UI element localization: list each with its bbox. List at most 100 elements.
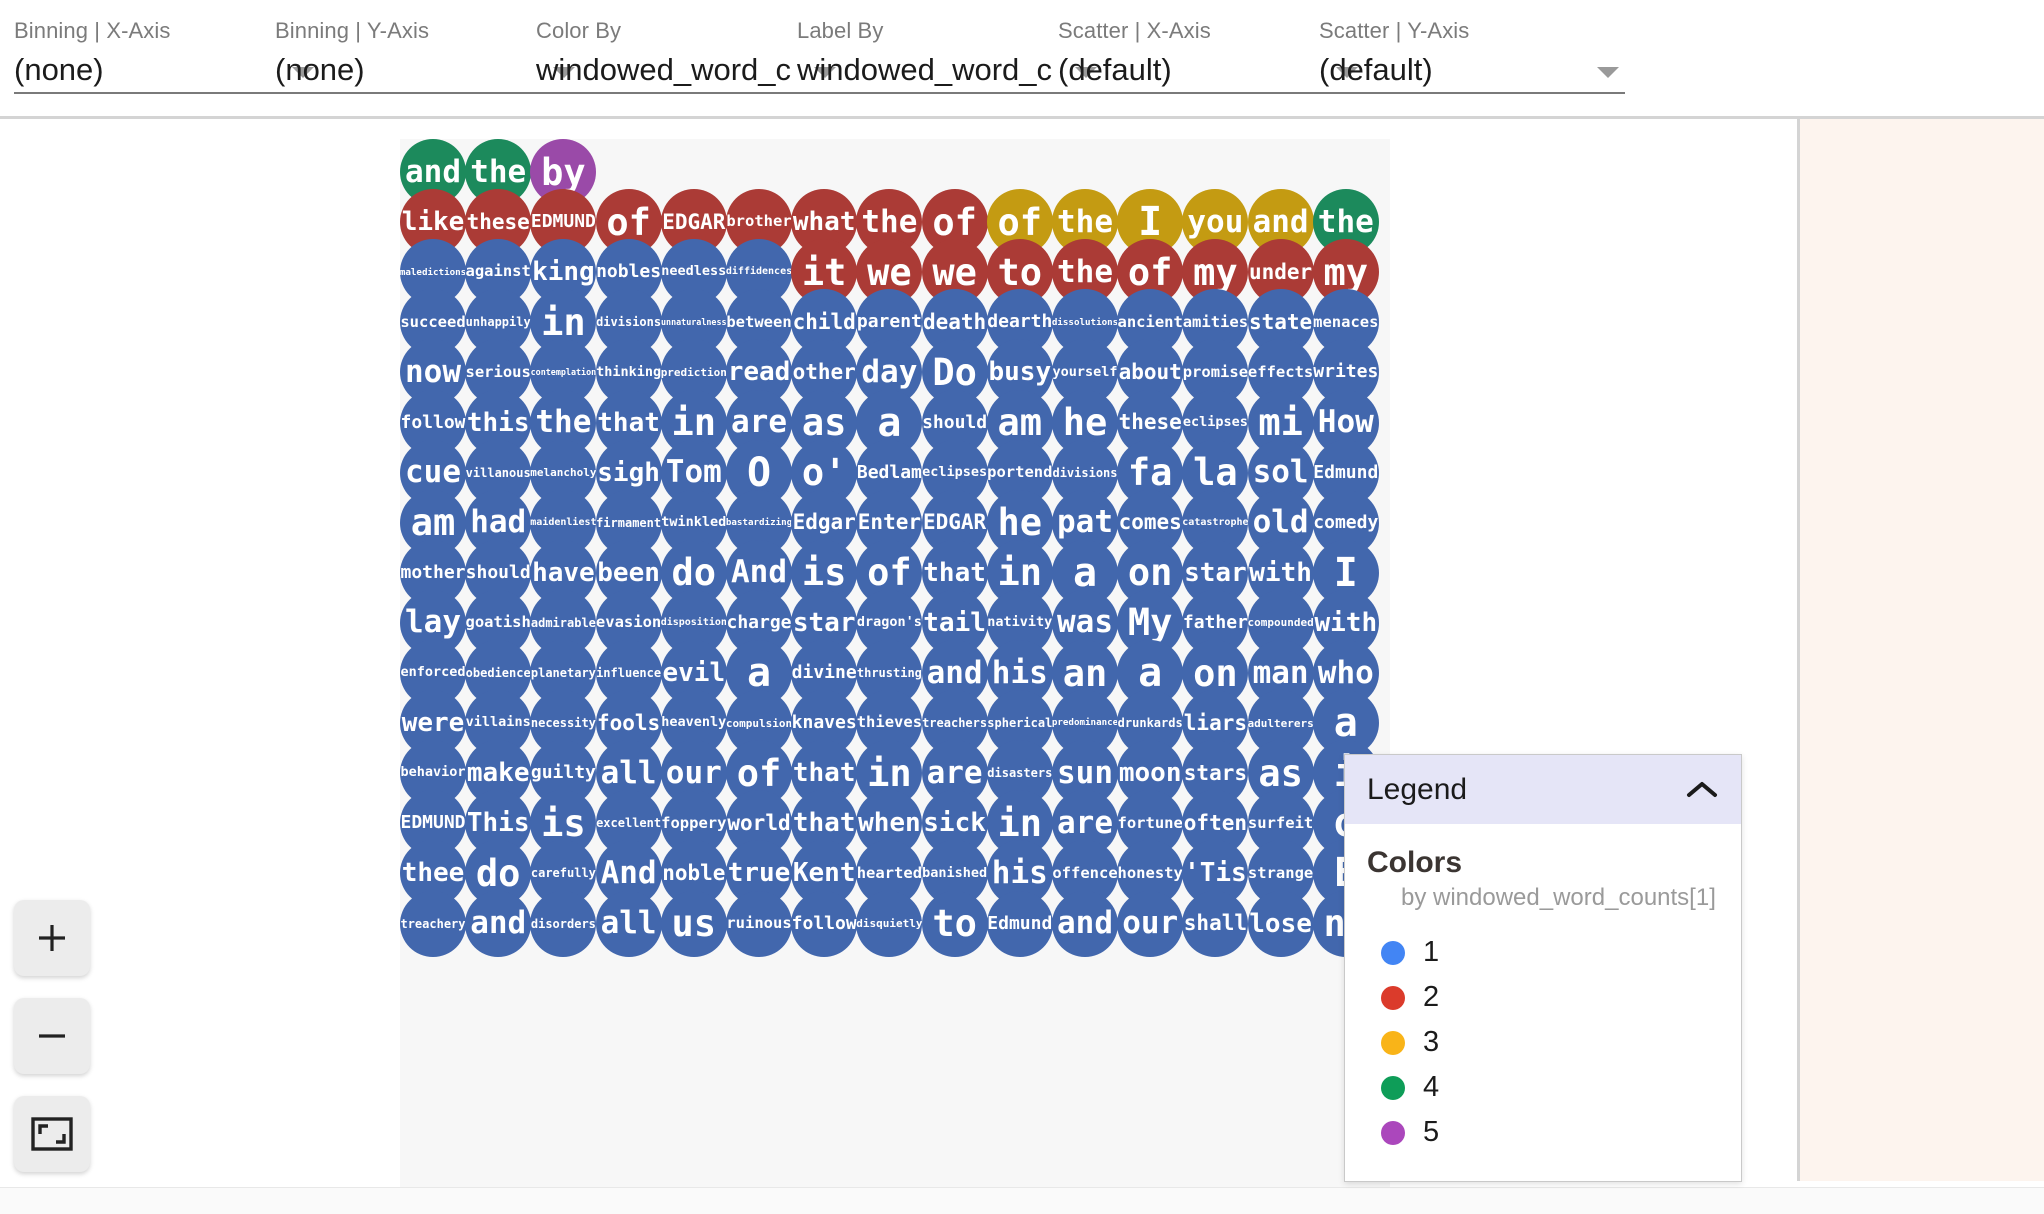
label-by-select[interactable]: windowed_word_c: [797, 50, 1103, 94]
binning-y-axis-select[interactable]: (none): [275, 50, 581, 94]
field-binning-x-axis[interactable]: Binning | X-Axis(none): [14, 18, 320, 94]
chevron-down-icon[interactable]: [1336, 67, 1358, 78]
bubble-node[interactable]: the: [1052, 239, 1118, 306]
bubble-node[interactable]: brother: [726, 189, 792, 256]
bubble-node[interactable]: a: [1312, 690, 1379, 757]
bubble-node[interactable]: king: [530, 239, 597, 306]
legend-entry[interactable]: 3: [1367, 1020, 1719, 1065]
chevron-up-icon[interactable]: [1685, 779, 1719, 801]
bubble-node[interactable]: amities: [1182, 289, 1249, 356]
bubble-node[interactable]: Edmund: [986, 890, 1053, 957]
bubble-node[interactable]: treachery: [400, 890, 466, 957]
bubble-node[interactable]: follow: [791, 890, 858, 957]
bubble-node[interactable]: compounded: [1247, 589, 1314, 656]
bubble-node[interactable]: offence: [1052, 840, 1118, 907]
bubble-node[interactable]: and: [1247, 189, 1314, 256]
bubble-node[interactable]: the: [530, 389, 597, 456]
field-scatter-x-axis[interactable]: Scatter | X-Axis(default): [1058, 18, 1364, 94]
bubble-node[interactable]: of: [1117, 239, 1184, 306]
bubble-node[interactable]: this: [465, 389, 532, 456]
bubble-node[interactable]: that: [921, 539, 988, 606]
chevron-down-icon[interactable]: [814, 67, 836, 78]
bubble-node[interactable]: mi: [1247, 389, 1314, 456]
color-by-select[interactable]: windowed_word_c: [536, 50, 842, 94]
bubble-node[interactable]: disquietly: [856, 890, 923, 957]
bubble-node[interactable]: banished: [921, 840, 988, 907]
bubble-node[interactable]: My: [1117, 589, 1184, 656]
bubble-node[interactable]: our: [1117, 890, 1184, 957]
bubble-node[interactable]: a: [1052, 539, 1118, 606]
legend-entry[interactable]: 1: [1367, 930, 1719, 975]
bubble-node[interactable]: on: [1182, 640, 1249, 706]
bubble-node[interactable]: hearted: [856, 840, 923, 907]
bubble-node[interactable]: other: [791, 339, 858, 406]
bubble-node[interactable]: dragon's: [856, 589, 923, 656]
bubble-node[interactable]: of: [986, 189, 1053, 256]
fit-to-screen-button[interactable]: [14, 1096, 90, 1172]
bubble-node[interactable]: do: [465, 840, 532, 907]
bubble-node[interactable]: surfeit: [1247, 790, 1314, 857]
bubble-node[interactable]: comedy: [1312, 489, 1379, 556]
bubble-node[interactable]: and: [465, 890, 532, 957]
bubble-node[interactable]: to: [986, 239, 1053, 306]
chevron-down-icon[interactable]: [553, 67, 575, 78]
bubble-node[interactable]: all: [595, 890, 662, 957]
scatter-x-axis-select[interactable]: (default): [1058, 50, 1364, 94]
legend-entry[interactable]: 4: [1367, 1065, 1719, 1110]
chevron-down-icon[interactable]: [1597, 67, 1619, 78]
binning-x-axis-select[interactable]: (none): [14, 50, 320, 94]
bubble-node[interactable]: behavior: [400, 740, 466, 807]
bubble-node[interactable]: disorders: [530, 890, 597, 957]
bubble-node[interactable]: drunkards: [1117, 690, 1184, 757]
bubble-node[interactable]: compulsion: [726, 690, 792, 757]
scatter-y-axis-select[interactable]: (default): [1319, 50, 1625, 94]
bubble-node[interactable]: all: [595, 740, 662, 807]
bubble-node[interactable]: la: [1182, 439, 1249, 506]
bubble-node[interactable]: sigh: [595, 439, 662, 506]
bubble-node[interactable]: evil: [660, 640, 727, 706]
bubble-node[interactable]: of: [726, 740, 792, 807]
legend-entry[interactable]: 5: [1367, 1110, 1719, 1155]
bubble-node[interactable]: make: [465, 740, 532, 807]
bubble-node[interactable]: shall: [1182, 890, 1249, 957]
bubble-node[interactable]: state: [1247, 289, 1314, 356]
bubble-node[interactable]: of: [921, 189, 988, 256]
bubble-node[interactable]: to: [921, 890, 988, 957]
legend-header[interactable]: Legend: [1345, 755, 1741, 824]
bubble-node[interactable]: contemplation: [530, 339, 597, 406]
bubble-node[interactable]: comes: [1117, 489, 1184, 556]
bubble-node[interactable]: cue: [400, 439, 466, 506]
bubble-node[interactable]: divisions: [1052, 439, 1118, 506]
bubble-node[interactable]: enforced: [400, 640, 466, 706]
bubble-node[interactable]: now: [400, 339, 466, 406]
bubble-node[interactable]: with: [1247, 539, 1314, 606]
bubble-node[interactable]: Enter: [856, 489, 923, 556]
bubble-node[interactable]: divine: [791, 640, 858, 706]
bubble-node[interactable]: O: [726, 439, 792, 506]
bubble-node[interactable]: should: [465, 539, 532, 606]
bubble-node[interactable]: admirable: [530, 589, 597, 656]
bubble-node[interactable]: star: [791, 589, 858, 656]
bubble-node[interactable]: lose: [1247, 890, 1314, 957]
bubble-node[interactable]: us: [660, 890, 727, 957]
bubble-node[interactable]: succeed: [400, 289, 466, 356]
chevron-down-icon[interactable]: [1075, 67, 1097, 78]
bubble-node[interactable]: And: [595, 840, 662, 907]
field-binning-y-axis[interactable]: Binning | Y-Axis(none): [275, 18, 581, 94]
bubble-node[interactable]: prediction: [660, 339, 727, 406]
bubble-node[interactable]: and: [1052, 890, 1118, 957]
bubble-node[interactable]: when: [856, 790, 923, 857]
bubble-node[interactable]: like: [400, 189, 466, 256]
bubble-node[interactable]: thee: [400, 840, 466, 907]
bubble-node[interactable]: Do: [921, 339, 988, 406]
legend-panel[interactable]: Legend Colors by windowed_word_counts[1]…: [1344, 754, 1742, 1182]
field-scatter-y-axis[interactable]: Scatter | Y-Axis(default): [1319, 18, 1625, 94]
bubble-node[interactable]: EDMUND: [400, 790, 466, 857]
zoom-out-button[interactable]: [14, 998, 90, 1074]
bubble-node[interactable]: writes: [1312, 339, 1379, 406]
bubble-node[interactable]: spherical: [986, 690, 1053, 757]
zoom-in-button[interactable]: [14, 900, 90, 976]
